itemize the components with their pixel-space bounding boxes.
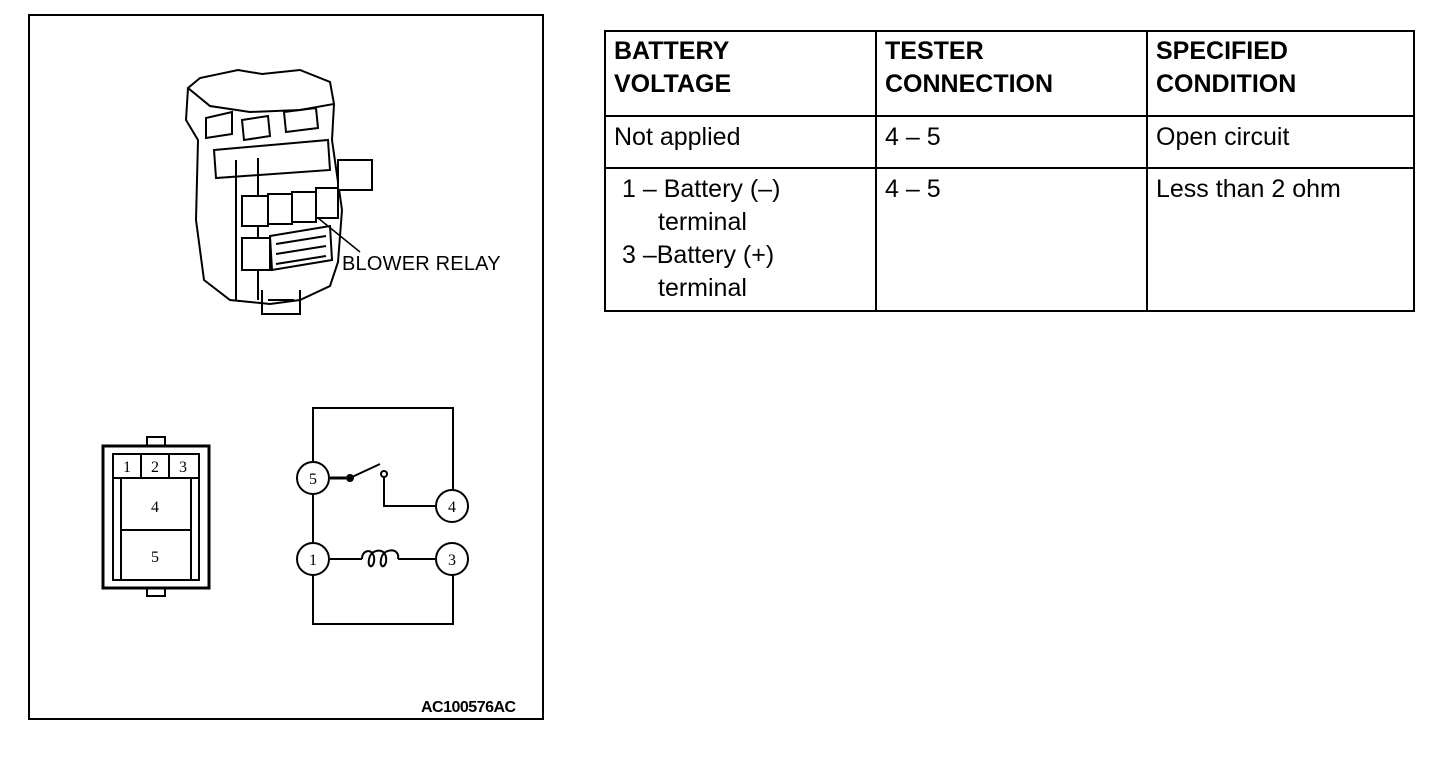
cell-specified-condition: Less than 2 ohm	[1146, 167, 1415, 312]
figure-code: AC100576AC	[421, 699, 516, 716]
cell-tester-connection: 4 – 5	[875, 167, 1148, 312]
terminal-4-label: 4	[448, 499, 456, 516]
connector-pin-3: 3	[179, 459, 187, 476]
cell-specified-condition: Open circuit	[1146, 115, 1415, 169]
spec-table: BATTERY VOLTAGE TESTER CONNECTION SPECIF…	[604, 30, 1415, 312]
terminal-1-label: 1	[309, 552, 317, 569]
relay-schematic	[296, 407, 469, 625]
header-specified-condition: SPECIFIED CONDITION	[1146, 30, 1415, 117]
figure-frame	[28, 14, 544, 720]
terminal-3-label: 3	[448, 552, 456, 569]
terminal-5-label: 5	[309, 471, 317, 488]
cell-battery-voltage: 1 – Battery (–) terminal 3 –Battery (+) …	[604, 167, 877, 312]
table-row: 1 – Battery (–) terminal 3 –Battery (+) …	[604, 167, 1415, 312]
relay-box-drawing	[184, 68, 373, 315]
connector-diagram	[101, 436, 211, 597]
blower-relay-label: BLOWER RELAY	[342, 253, 501, 275]
schematic-terminal-labels: 5 4 1 3	[309, 471, 456, 569]
callout-leader	[317, 217, 361, 253]
connector-pin-4: 4	[151, 499, 159, 516]
cell-tester-connection: 4 – 5	[875, 115, 1148, 169]
cell-battery-voltage: Not applied	[604, 115, 877, 169]
connector-pin-2: 2	[151, 459, 159, 476]
table-header-row: BATTERY VOLTAGE TESTER CONNECTION SPECIF…	[604, 30, 1415, 117]
connector-pin-5: 5	[151, 549, 159, 566]
connector-pin-labels: 1 2 3 4 5	[123, 459, 187, 566]
connector-pin-1: 1	[123, 459, 131, 476]
table-row: Not applied 4 – 5 Open circuit	[604, 115, 1415, 169]
header-tester-connection: TESTER CONNECTION	[875, 30, 1148, 117]
header-battery-voltage: BATTERY VOLTAGE	[604, 30, 877, 117]
